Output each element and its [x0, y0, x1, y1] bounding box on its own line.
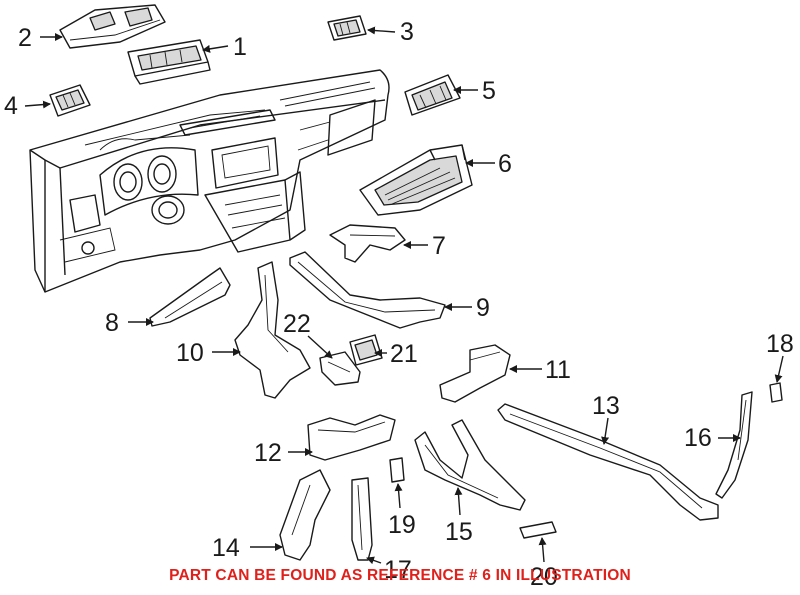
callout-4: 4 [4, 92, 18, 120]
callout-19: 19 [388, 511, 416, 539]
callout-18: 18 [766, 330, 794, 358]
part-19-clip [389, 457, 405, 483]
part-5-side-vent [404, 74, 461, 116]
leader-lines [24, 26, 784, 565]
part-6-center-vent-housing [359, 144, 473, 216]
callout-6: 6 [498, 150, 512, 178]
part-9-long-duct [289, 251, 446, 329]
callout-5: 5 [482, 77, 496, 105]
part-11-duct [439, 344, 511, 403]
callout-16: 16 [684, 424, 712, 452]
part-21-switch [349, 334, 383, 366]
callout-14: 14 [212, 534, 240, 562]
part-15-floor-duct [414, 419, 526, 511]
reference-caption: PART CAN BE FOUND AS REFERENCE # 6 IN IL… [169, 567, 631, 584]
callout-9: 9 [476, 294, 490, 322]
callout-11: 11 [545, 356, 571, 384]
callout-22: 22 [283, 310, 311, 338]
callout-3: 3 [400, 18, 414, 46]
callout-8: 8 [105, 309, 119, 337]
part-2-defrost-duct [59, 4, 166, 49]
callout-10: 10 [176, 339, 204, 367]
callout-1: 1 [233, 33, 247, 61]
callout-13: 13 [592, 392, 620, 420]
callout-7: 7 [432, 232, 446, 260]
part-8-duct [149, 267, 231, 327]
part-3-upper-vent [327, 15, 367, 41]
part-20-strip [519, 521, 557, 539]
part-14-floor-duct [279, 469, 331, 561]
part-7-duct [329, 224, 406, 263]
part-12-duct [307, 414, 396, 461]
callout-15: 15 [445, 518, 473, 546]
part-4-upper-vent [49, 84, 91, 117]
callout-20: 20 [530, 563, 558, 591]
part-18-clip [769, 382, 783, 403]
part-16-duct [715, 391, 753, 499]
callout-12: 12 [254, 439, 282, 467]
callout-21: 21 [390, 340, 418, 368]
callout-17: 17 [384, 556, 412, 584]
part-13-floor-duct [497, 403, 719, 521]
part-1-center-vent [127, 39, 211, 85]
callout-2: 2 [18, 24, 32, 52]
callout-numbers: 1 2 3 4 5 6 7 8 9 10 11 12 13 14 15 16 1… [4, 18, 794, 591]
part-10-duct [234, 261, 311, 399]
part-17-duct [351, 477, 373, 561]
part-22-switch [319, 351, 361, 386]
dashboard-assembly [29, 69, 390, 293]
